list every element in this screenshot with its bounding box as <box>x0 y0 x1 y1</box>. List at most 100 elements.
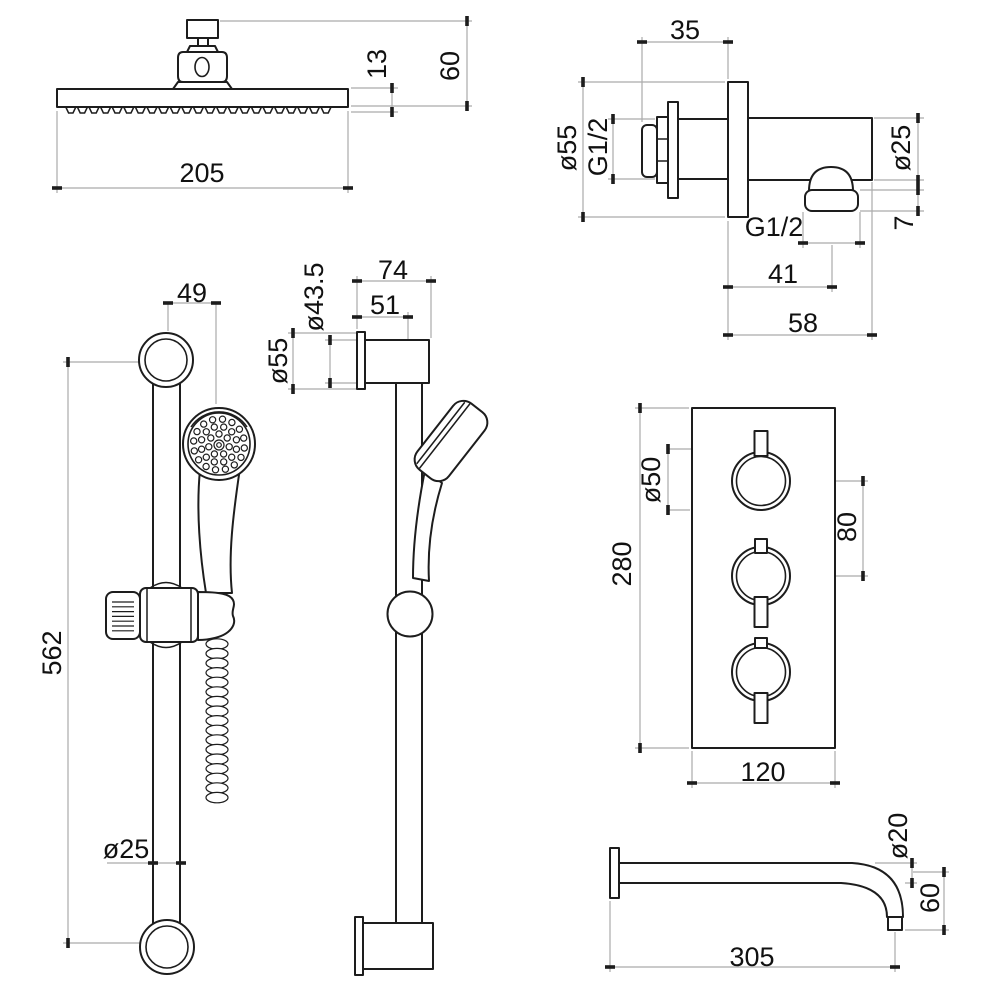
handset-handle-front <box>197 467 241 594</box>
holder-grip-ribs <box>112 601 134 632</box>
dim-label-side-total-projection: 74 <box>378 255 408 285</box>
hose-coil-loop <box>205 686 229 698</box>
dim-lines-elbow-outlet-thickness <box>860 189 924 212</box>
elbow-hex-nut <box>656 116 669 184</box>
slide-rail-side-view: 74 51 ø43.5 ø55 <box>263 255 489 976</box>
rail-tube-front <box>152 379 181 926</box>
holder-grip <box>105 591 141 640</box>
handset-spray-hole <box>202 453 210 461</box>
handset-spray-hole <box>197 445 206 453</box>
handset-face-inner <box>187 412 251 476</box>
dim-label-elbow-total-projection: 58 <box>788 308 818 338</box>
handset-spray-hole <box>215 430 223 438</box>
handset-spray-hole <box>232 436 241 444</box>
dim-lines-elbow-projection <box>641 37 729 122</box>
handset-spray-hole <box>237 453 245 462</box>
hose-coil-loop <box>205 695 229 708</box>
dim-label-elbow-inlet-thread: G1/2 <box>583 118 613 177</box>
elbow-washer <box>667 101 679 199</box>
dim-label-shower-height: 60 <box>435 51 465 81</box>
handset-spray-hole <box>189 437 198 445</box>
shower-hose-coil <box>205 638 229 804</box>
handset-spray-hole <box>202 462 210 471</box>
dim-lines-elbow-outlet-thread <box>802 212 861 248</box>
valve-knob-bottom-stub <box>754 637 768 649</box>
ball-joint-skirt <box>172 81 233 90</box>
handset-spray-hole <box>230 461 238 469</box>
elbow-thread-end <box>641 124 658 178</box>
shower-connector-block <box>186 19 219 39</box>
handset-spray-hole <box>197 436 206 444</box>
handset-spray-hole <box>193 427 201 436</box>
dim-label-spout-length: 305 <box>729 942 774 972</box>
spout-tube <box>618 862 904 918</box>
handset-spray-hole <box>194 456 203 464</box>
hose-coil-loop <box>205 676 229 689</box>
elbow-body <box>747 117 873 181</box>
dim-label-side-bracket-dia: ø43.5 <box>299 262 329 331</box>
hose-coil-loop <box>205 638 229 650</box>
dim-label-shower-thickness: 13 <box>362 49 392 79</box>
slide-rail-front-view: 49 562 ø25 <box>37 278 256 975</box>
dim-label-side-axis-projection: 51 <box>370 290 400 320</box>
handset-spray-hole <box>219 423 228 431</box>
shower-head-plate <box>56 88 349 108</box>
side-bottom-bracket-flange <box>354 916 364 976</box>
hose-coil-loop <box>205 743 229 756</box>
hose-coil-loop <box>205 782 229 794</box>
elbow-outlet-dome <box>808 166 854 192</box>
hose-coil-loop <box>205 714 229 727</box>
ball-joint-hole <box>194 56 210 78</box>
dim-label-side-flange-dia: ø55 <box>263 338 293 385</box>
dim-lines-rail-length <box>63 361 140 944</box>
handset-spray-hole <box>219 450 228 458</box>
spout-outlet-tip <box>887 916 903 931</box>
hose-coil-loop <box>205 762 229 775</box>
hose-coil-loop <box>205 724 229 737</box>
dim-lines-side-total-projection <box>356 276 432 338</box>
hose-coil-loop <box>205 657 229 669</box>
dim-label-elbow-outlet-thread: G1/2 <box>745 212 804 242</box>
handset-handle-side <box>412 469 443 582</box>
handset-spray-hole <box>228 418 236 427</box>
holder-cup <box>197 591 236 641</box>
handset-spray-hole <box>210 423 218 431</box>
valve-knob-middle <box>731 538 791 628</box>
dim-label-elbow-outlet-offset: 41 <box>768 259 798 289</box>
handset-spray-hole <box>218 415 227 423</box>
valve-knob-top-ring <box>731 451 791 511</box>
dim-lines-elbow-outlet-offset <box>727 221 833 340</box>
hose-coil-loop <box>205 705 229 717</box>
hose-coil-loop <box>205 666 229 679</box>
handset-spray-hole <box>227 453 236 461</box>
handset-profile-side <box>412 399 489 582</box>
rail-bottom-bracket-ring-inner <box>145 925 189 969</box>
dim-label-elbow-projection: 35 <box>670 15 700 45</box>
handset-spray-hole <box>221 465 230 473</box>
dim-lines-valve-height <box>635 407 689 749</box>
dim-lines-elbow-flange-dia <box>578 81 725 218</box>
dim-label-spout-dia: ø20 <box>883 813 913 860</box>
handset-spray-hole <box>223 434 231 442</box>
side-bottom-bracket-body <box>362 922 434 970</box>
handset-spray-hole <box>210 450 219 458</box>
handset-center-hole-inner <box>216 442 222 448</box>
valve-knob-bottom-handle <box>753 692 769 724</box>
overhead-shower-head-view: 205 13 60 <box>56 19 472 193</box>
valve-knob-middle-stub <box>754 538 768 554</box>
handset-spray-hole <box>219 458 228 466</box>
handset-spray-hole <box>235 425 244 433</box>
dim-label-elbow-body-dia: ø25 <box>886 125 916 172</box>
handset-face-bezel-arc <box>190 411 248 428</box>
dim-lines-elbow-inlet-thread <box>608 118 655 180</box>
hose-coil-loop <box>205 647 229 660</box>
handset-spray-hole <box>199 420 208 428</box>
bath-spout-view: ø20 60 305 <box>609 813 949 972</box>
dim-lines-shower-height <box>220 20 472 107</box>
thermostatic-valve-view: 280 ø50 80 120 <box>607 407 868 788</box>
rail-bottom-bracket-ring-outer <box>139 919 195 975</box>
elbow-inlet-pipe <box>677 118 729 180</box>
handset-spray-hole <box>202 428 210 436</box>
valve-knob-top <box>731 430 791 511</box>
